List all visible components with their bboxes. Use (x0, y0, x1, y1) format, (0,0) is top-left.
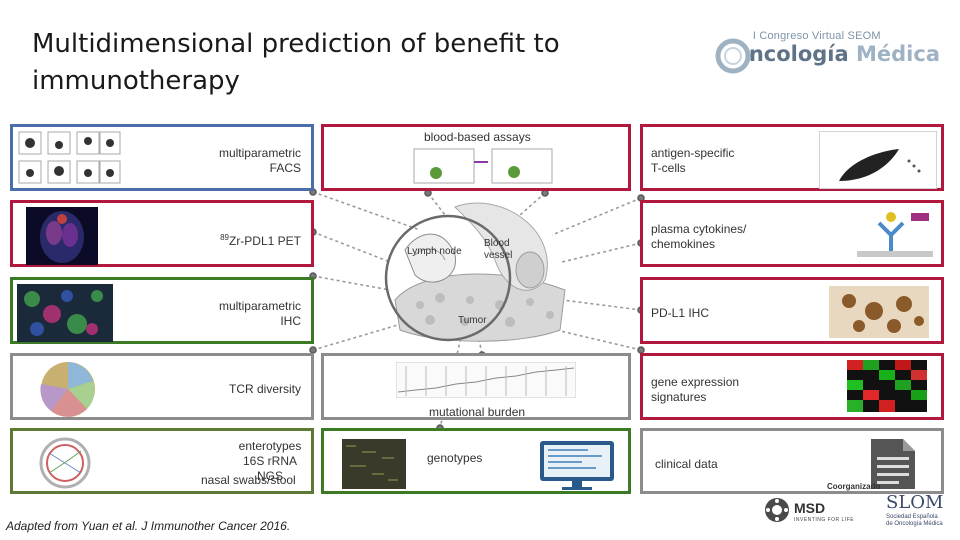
ihc-label-2: IHC (280, 314, 301, 328)
footnote: Adapted from Yuan et al. J Immunother Ca… (6, 519, 291, 533)
enterotypes-label-2: 16S rRNA NGS (242, 454, 298, 483)
pet-panel: 89Zr-PDL1 PET (10, 200, 314, 267)
antigen-panel: antigen-specific T-cells (640, 124, 944, 191)
mutational-burden-panel: mutational burden (321, 353, 631, 420)
logo-main-a: ncología (748, 42, 849, 66)
antigen-label-2: T-cells (651, 161, 686, 175)
logo-main-b: Médica (848, 42, 940, 66)
gene-expression-panel: gene expression signatures (640, 353, 944, 420)
tumor-illustration (384, 202, 566, 342)
blood-vessel-label-1: Blood (484, 238, 510, 249)
cytokines-label-1: plasma cytokines/ (651, 222, 747, 236)
ihc-label-1: multiparametric (218, 299, 301, 313)
congress-logo: I Congreso Virtual SEOM ncología Médica (715, 30, 940, 74)
slom-subtitle-1: Sociedad Española (886, 514, 938, 520)
facs-plots-thumbnail (18, 131, 121, 184)
monitor-icon (540, 441, 614, 490)
document-icon (871, 439, 915, 489)
enterotypes-label-3: nasal swabs/stool (201, 473, 296, 487)
tumor-label: Tumor (458, 315, 487, 326)
slom-subtitle-2: de Oncología Médica (886, 521, 943, 527)
msd-tagline: INVENTING FOR LIFE (794, 517, 855, 523)
logo-ring-icon (715, 38, 751, 74)
blood-assays-panel: blood-based assays (321, 124, 631, 191)
facs-label-1: multiparametric (218, 146, 301, 160)
facs-panel: multiparametric FACS (10, 124, 314, 191)
microbiome-circle-thumbnail (39, 437, 91, 489)
pet-label: Zr-PDL1 PET (228, 234, 301, 248)
facs-label-2: FACS (269, 161, 301, 175)
pdl1-panel: PD-L1 IHC (640, 277, 944, 344)
cytokines-panel: plasma cytokines/ chemokines (640, 200, 944, 267)
pdl1-stain-thumbnail (829, 286, 929, 338)
page-title: Multidimensional prediction of benefit t… (32, 26, 632, 100)
blood-vessel-label-2: vessel (484, 250, 513, 261)
logo-top-text: I Congreso Virtual SEOM (752, 30, 881, 42)
tcr-label: TCR diversity (228, 382, 301, 396)
pdl1-label: PD-L1 IHC (651, 306, 710, 320)
enterotypes-panel: enterotypes 16S rRNA NGS nasal swabs/sto… (10, 428, 314, 494)
gene-expression-label-2: signatures (651, 390, 707, 404)
mutational-burden-plot-thumbnail (396, 362, 576, 398)
genotypes-label: genotypes (427, 451, 483, 465)
tcr-pie-thumbnail (40, 362, 95, 417)
lymph-node-label: Lymph node (407, 246, 462, 257)
coorganizado-label: Coorganizado (827, 482, 881, 491)
clinical-data-panel: clinical data (640, 428, 944, 494)
msd-logo-icon (765, 498, 789, 522)
ihc-panel: multiparametric IHC (10, 277, 314, 344)
pet-scan-thumbnail (26, 207, 98, 265)
antigen-scatter-thumbnail (819, 131, 937, 189)
genotypes-panel: genotypes (321, 428, 631, 494)
multiplex-ihc-thumbnail (17, 284, 113, 342)
cytokines-label-2: chemokines (651, 237, 716, 251)
msd-logo-text: MSD (794, 500, 826, 516)
title-line-2: immunotherapy (32, 66, 240, 96)
pet-label-superscript: 89 (220, 233, 229, 242)
clinical-data-label: clinical data (655, 457, 718, 471)
blood-assay-plots-thumbnail (413, 148, 553, 184)
slom-logo-text: SLOM (886, 492, 944, 513)
sequencing-gel-thumbnail (342, 439, 406, 489)
title-line-1: Multidimensional prediction of benefit t… (32, 29, 560, 59)
elisa-antibody-thumbnail (857, 212, 933, 257)
gene-expression-label-1: gene expression (651, 375, 740, 389)
tcr-panel: TCR diversity (10, 353, 314, 420)
heatmap-thumbnail (847, 360, 927, 412)
antigen-label-1: antigen-specific (651, 146, 735, 160)
blood-assays-label: blood-based assays (424, 130, 531, 144)
mutational-burden-label: mutational burden (429, 405, 526, 419)
enterotypes-label-1: enterotypes (238, 439, 302, 453)
